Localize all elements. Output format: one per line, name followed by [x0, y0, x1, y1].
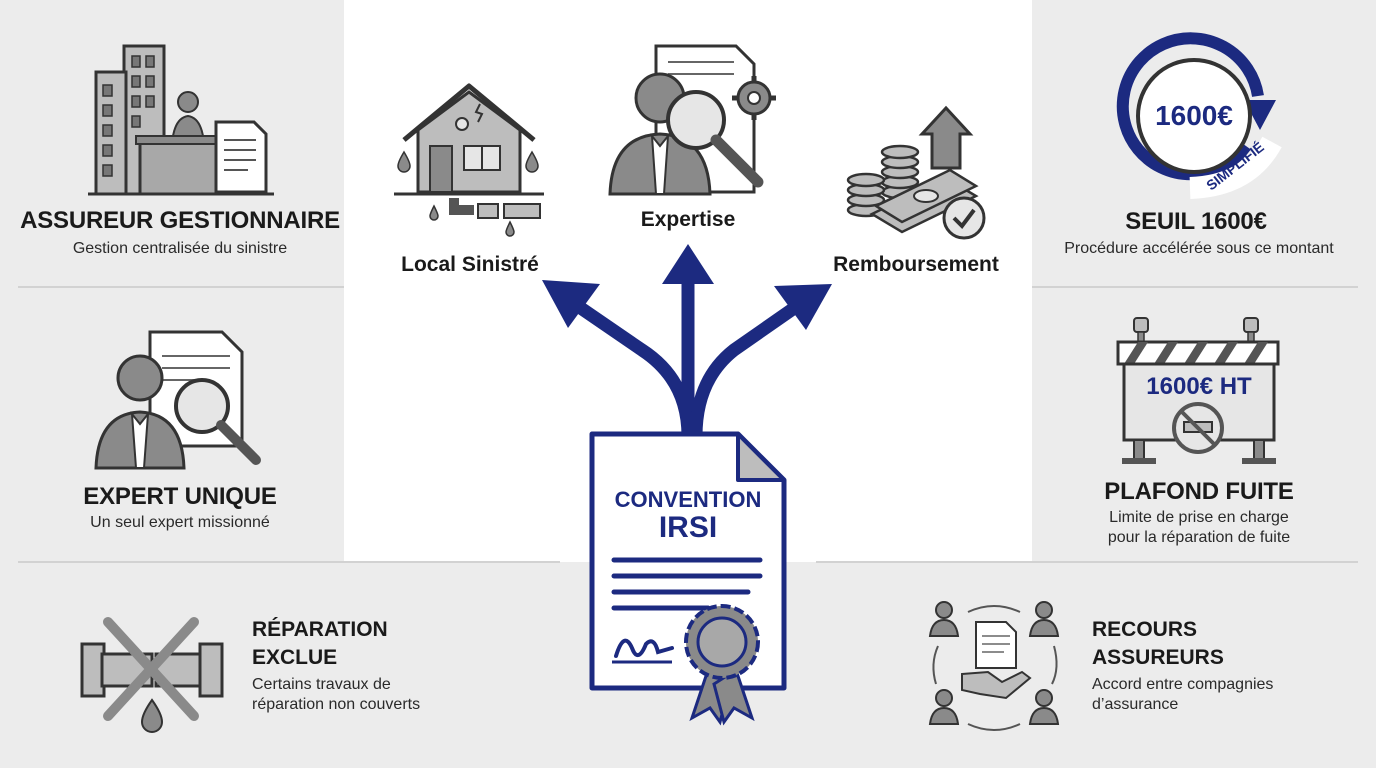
insurer-title: ASSUREUR GESTIONNAIRE	[20, 207, 340, 234]
threshold-badge-icon	[1116, 32, 1282, 199]
branch-local-label: Local Sinistré	[401, 253, 539, 276]
branch-reimbursement-label: Remboursement	[833, 253, 999, 276]
recourse-subtitle-1: Accord entre compagnies	[1092, 676, 1274, 693]
ceiling-subtitle-2: pour la réparation de fuite	[1107, 529, 1291, 546]
recourse-subtitle-2: d’assurance	[1092, 696, 1179, 713]
threshold-badge-value: 1600€	[1155, 100, 1233, 131]
repair-title-1: RÉPARATION	[252, 618, 388, 641]
insurer-recourse-icon	[928, 601, 1060, 731]
insurer-office-icon	[88, 44, 274, 196]
ceiling-sign-icon	[1116, 317, 1280, 464]
expert-magnifier-icon	[94, 330, 261, 470]
repair-subtitle-1: Certains travaux de	[252, 676, 391, 693]
branch-expertise-label: Expertise	[640, 208, 736, 231]
recourse-title-2: ASSUREURS	[1092, 646, 1224, 669]
insurer-subtitle: Gestion centralisée du sinistre	[72, 240, 288, 257]
branch-arrows	[542, 244, 832, 437]
expert-title: EXPERT UNIQUE	[83, 483, 277, 510]
ceiling-sign-value: 1600€ HT	[1146, 373, 1252, 400]
convention-document	[589, 431, 787, 726]
excluded-pipe-icon	[80, 617, 224, 733]
reimbursement-icon	[846, 105, 986, 240]
recourse-title-1: RECOURS	[1092, 618, 1198, 641]
threshold-subtitle: Procédure accélérée sous ce montant	[1064, 240, 1334, 257]
divider-left-1	[18, 286, 344, 288]
threshold-title: SEUIL 1600€	[1125, 208, 1267, 235]
expertise-icon	[608, 44, 776, 196]
divider-right-1	[1032, 286, 1358, 288]
divider-left-2	[18, 561, 560, 563]
convention-title-line2: IRSI	[658, 511, 718, 544]
damaged-house-icon	[394, 83, 544, 237]
divider-right-2	[816, 561, 1358, 563]
convention-title-line1: CONVENTION	[614, 487, 762, 512]
expert-subtitle: Un seul expert missionné	[90, 514, 270, 531]
ceiling-subtitle-1: Limite de prise en charge	[1109, 509, 1289, 526]
ceiling-title: PLAFOND FUITE	[1104, 478, 1294, 505]
repair-title-2: EXCLUE	[252, 646, 338, 669]
repair-subtitle-2: réparation non couverts	[252, 696, 421, 713]
